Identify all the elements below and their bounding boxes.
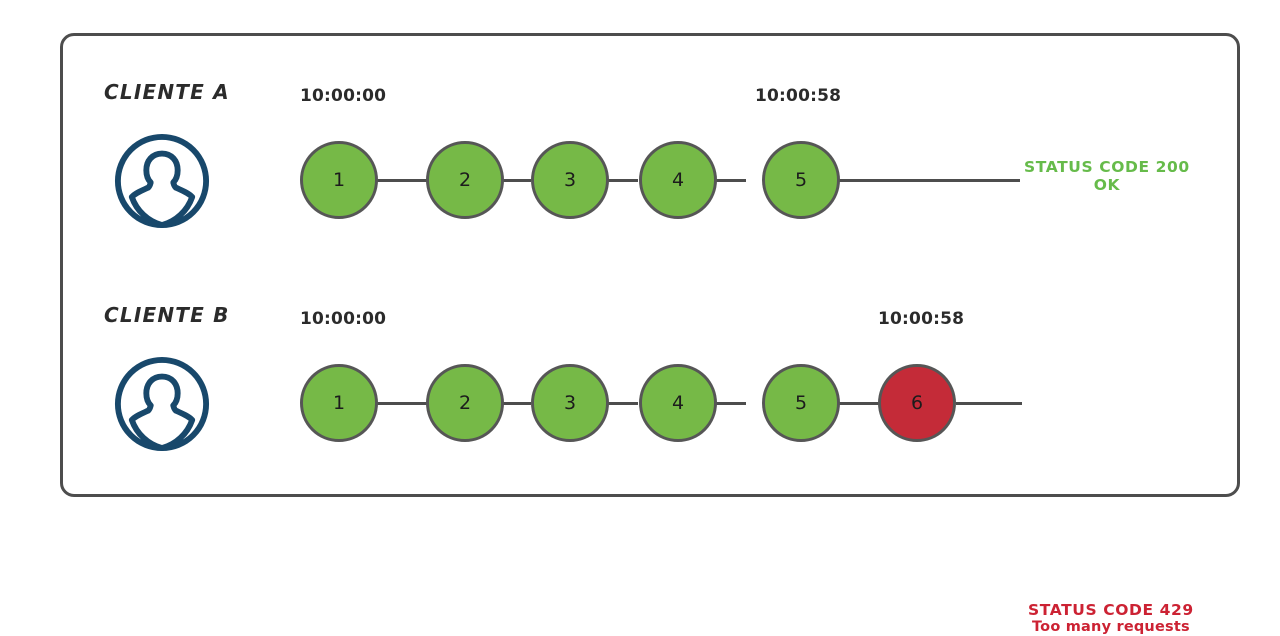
connector-a-3-4 (586, 179, 638, 182)
timestamp-start-a: 10:00:00 (300, 86, 387, 106)
connector-b-1-2 (375, 402, 427, 405)
request-node[interactable]: 1 (300, 141, 378, 219)
connector-a-1-2 (375, 179, 427, 182)
connector-b-2-3 (483, 402, 531, 405)
request-chain-b: 1 2 3 4 5 6 (0, 364, 1280, 442)
diagram-canvas: CLIENTE A 10:00:00 10:00:58 1 2 3 4 5 ST… (0, 33, 1280, 636)
request-node[interactable]: 3 (531, 364, 609, 442)
user-avatar-icon (113, 355, 211, 453)
request-node[interactable]: 2 (426, 141, 504, 219)
connector-a-2-3 (483, 179, 531, 182)
request-node[interactable]: 5 (762, 141, 840, 219)
status-code-a: STATUS CODE 200 (1024, 158, 1190, 176)
connector-b-4-5 (694, 402, 746, 405)
request-chain-a: 1 2 3 4 5 (0, 141, 1280, 219)
request-node-error[interactable]: 6 (878, 364, 956, 442)
timestamp-end-b: 10:00:58 (878, 309, 965, 329)
status-message-a: STATUS CODE 200 OK (1024, 158, 1190, 195)
status-code-b: STATUS CODE 429 (1028, 601, 1194, 619)
request-node[interactable]: 1 (300, 364, 378, 442)
connector-b-3-4 (586, 402, 638, 405)
timestamp-end-a: 10:00:58 (755, 86, 842, 106)
client-label-a: CLIENTE A (104, 80, 230, 104)
status-message-b: STATUS CODE 429 Too many requests (1028, 601, 1194, 636)
timestamp-start-b: 10:00:00 (300, 309, 387, 329)
connector-b-5-6 (817, 402, 881, 405)
user-avatar-icon (113, 132, 211, 230)
response-line-b (956, 402, 1022, 405)
request-node[interactable]: 3 (531, 141, 609, 219)
response-line-a (838, 179, 1020, 182)
request-node[interactable]: 2 (426, 364, 504, 442)
request-node[interactable]: 4 (639, 141, 717, 219)
request-node[interactable]: 5 (762, 364, 840, 442)
connector-a-4-5 (694, 179, 746, 182)
status-text-b: Too many requests (1032, 619, 1190, 636)
client-label-b: CLIENTE B (104, 303, 230, 327)
status-text-a: OK (1093, 176, 1121, 195)
request-node[interactable]: 4 (639, 364, 717, 442)
